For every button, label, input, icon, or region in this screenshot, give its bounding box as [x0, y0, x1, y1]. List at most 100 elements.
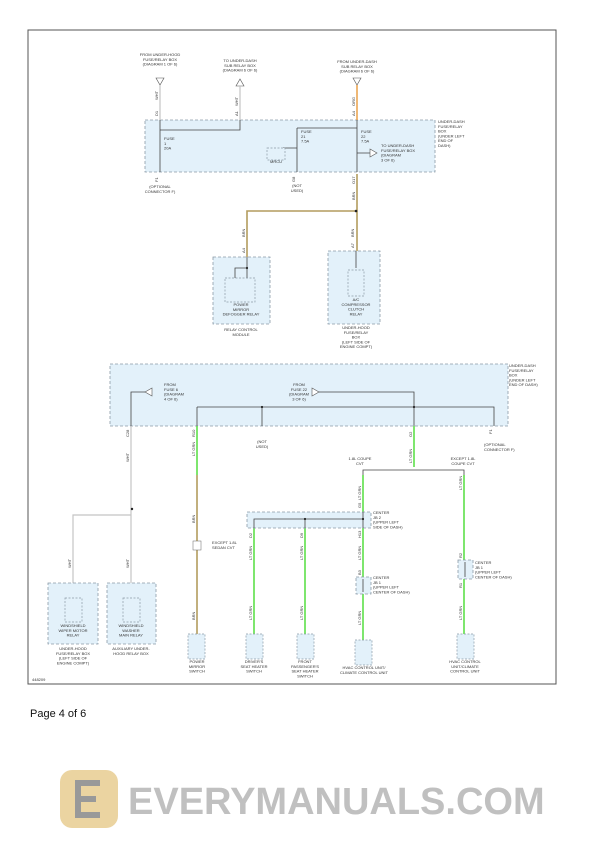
- splice-dot: [245, 266, 249, 270]
- label-line: HOOD RELAY BOX: [113, 651, 149, 656]
- wire-color-label: LT GRN: [458, 476, 463, 490]
- label-line: (UNDER LEFT: [438, 133, 465, 138]
- label-line: JB 1: [475, 565, 484, 570]
- label-line: MIRROR: [189, 664, 205, 669]
- label-line: A/C: [353, 297, 360, 302]
- label-line: FUSE 22: [291, 387, 308, 392]
- pin-label: O17: [351, 176, 356, 184]
- label-line: CENTER OF DASH): [373, 589, 410, 594]
- label-line: 3 OF 6): [381, 157, 395, 162]
- wire-color-label: WHT: [67, 558, 72, 568]
- wire-color-label: LT GRN: [357, 486, 362, 500]
- arrow-from-fuse6-icon: [144, 387, 153, 397]
- label-line: (DIAGRAM 6 OF 6): [340, 69, 375, 74]
- label-line: 4 OF 6): [164, 396, 178, 401]
- label-line: POWER: [233, 302, 248, 307]
- splice-dot: [260, 405, 264, 409]
- label-line: CVT: [356, 461, 365, 466]
- label-line: CENTER: [373, 510, 390, 515]
- pin-label: R1: [458, 582, 463, 588]
- center-jb1-left: [355, 576, 372, 595]
- connector-triangle-icon: [155, 77, 165, 86]
- label-line: ENGINE COMPT): [57, 660, 90, 665]
- hvac-control-unit-2: [456, 633, 475, 660]
- label-line: BOX: [509, 373, 518, 378]
- label-line: END OF: [438, 138, 454, 143]
- label-line: CONNECTOR F): [484, 447, 515, 452]
- relay-circuit: [234, 257, 248, 278]
- pin-label: F1: [488, 429, 493, 434]
- label-line: (UNDER LEFT: [509, 377, 536, 382]
- label-line: EXCEPT 1.8L: [212, 540, 238, 545]
- wire-color-label: BRN: [241, 228, 246, 237]
- watermark: EVERYMANUALS.COM: [60, 770, 545, 828]
- label-line: WINDSHIELD: [118, 623, 143, 628]
- mrcu-label: MRCU: [270, 159, 282, 164]
- label-line: ENGINE COMPT): [340, 344, 373, 349]
- wire-color-label: WHT: [125, 558, 130, 568]
- wire-color-label: BRN: [350, 228, 355, 237]
- washer-box-label: AUXILIARY UNDER-HOOD RELAY BOX: [112, 646, 150, 656]
- label-line: SWITCH: [189, 669, 205, 674]
- label-line: (DIAGRAM: [381, 153, 401, 158]
- label-line: MAIN RELAY: [119, 633, 143, 638]
- label-line: (DIAGRAM: [164, 392, 184, 397]
- center-jb1-right: [457, 559, 474, 580]
- label-line: FUSE/RELAY: [344, 330, 369, 335]
- label-line: CENTER: [373, 575, 390, 580]
- label-line: CONNECTOR F): [145, 189, 176, 194]
- pin-label: D1: [154, 110, 159, 116]
- wire-wht-c28: [72, 426, 132, 587]
- ac-compressor-clutch-relay: [347, 269, 365, 297]
- splice-dot: [412, 405, 416, 409]
- label-line: POWER: [189, 659, 204, 664]
- under-dash-fuse-box-top: [144, 119, 436, 173]
- label-line: (DIAGRAM: [289, 392, 309, 397]
- diagram-id: 448209: [32, 677, 46, 682]
- pin-label: H13: [357, 530, 362, 538]
- label-line: PASSENGER'S: [291, 664, 319, 669]
- label-line: UNDER-DASH: [509, 363, 536, 368]
- watermark-logo-letter: [75, 780, 100, 818]
- label-line: FRONT: [298, 659, 312, 664]
- washer-main-relay: [122, 597, 141, 623]
- label-line: CLIMATE CONTROL UNIT: [340, 670, 389, 675]
- label-line: (UPPER LEFT: [373, 585, 400, 590]
- label-line: BOX: [438, 129, 447, 134]
- label-line: FUSE/RELAY: [509, 368, 534, 373]
- pin-label: A4: [351, 110, 356, 116]
- label-line: FUSE 6: [164, 387, 179, 392]
- pin-label: D2: [248, 532, 253, 538]
- label-line: CENTER: [475, 560, 492, 565]
- wire-color-label: WHT: [234, 96, 239, 106]
- pin-label: A4: [241, 247, 246, 253]
- label-line: FUSE: [301, 129, 312, 134]
- pin-label: R2: [458, 552, 463, 558]
- label-line: SWITCH: [297, 673, 313, 678]
- label-line: 1.8L COUPE: [349, 456, 372, 461]
- top-pin-labels: D1 A1 A4 F1 G8 O17 WHT WHT ORG BRN BRN B…: [154, 90, 356, 253]
- wire-ltgrn-seat: [253, 528, 306, 634]
- label-line: (OPTIONAL: [484, 442, 506, 447]
- label-line: CLUTCH: [348, 307, 364, 312]
- label-line: FROM: [164, 382, 176, 387]
- pin-label: G8: [291, 176, 296, 182]
- label-line: UNIT/CLIMATE: [451, 664, 479, 669]
- label-line: RELAY: [350, 311, 363, 316]
- watermark-text: EVERYMANUALS.COM: [128, 781, 545, 823]
- arrow-to-underdash-icon: [369, 148, 378, 158]
- center-jb2: [246, 511, 372, 529]
